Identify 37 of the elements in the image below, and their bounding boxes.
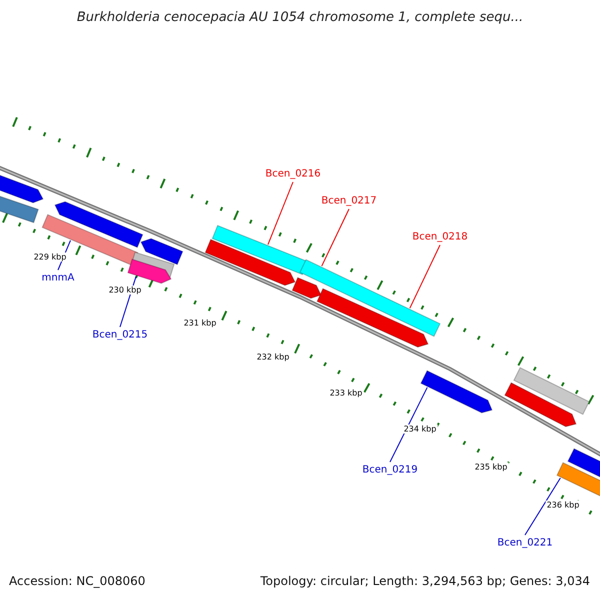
gene-label: mnmA xyxy=(42,272,74,284)
scale-label: 235 kbp xyxy=(474,462,508,472)
scale-label: 234 kbp xyxy=(402,424,438,434)
gene-symbol xyxy=(204,238,296,286)
gene-symbol xyxy=(292,276,322,299)
leader-line xyxy=(524,478,561,536)
leader-line xyxy=(321,208,350,267)
scale-label: 229 kbp xyxy=(32,252,68,262)
gene-symbol xyxy=(127,258,172,284)
scale-label: 232 kbp xyxy=(256,352,290,362)
gene-symbol xyxy=(0,194,39,224)
gene-label: Bcen_0215 xyxy=(92,330,148,340)
scale-label: 233 kbp xyxy=(328,388,364,398)
gene-symbol xyxy=(316,288,429,348)
title: Burkholderia cenocepacia AU 1054 chromosome 1, complete sequ... xyxy=(76,10,524,25)
gene-label: Bcen_0218 xyxy=(412,232,468,242)
gene-symbol xyxy=(299,259,441,337)
leader-line xyxy=(267,182,294,246)
gene-symbol xyxy=(140,238,184,266)
scale-label: 230 kbp xyxy=(108,286,142,294)
gene-symbol xyxy=(556,462,600,498)
accession-text: Accession: NC_008060 xyxy=(9,574,146,588)
gene-symbol xyxy=(420,370,493,414)
gene-symbol xyxy=(513,367,590,415)
scale-label: 236 kbp xyxy=(546,500,580,510)
leader-line xyxy=(390,386,428,462)
gene-label: Bcen_0221 xyxy=(497,538,553,548)
summary-text: Topology: circular; Length: 3,294,563 bp; Genes: 3,034 xyxy=(260,574,590,588)
gene-symbol xyxy=(54,201,144,248)
leader-line xyxy=(409,244,440,309)
scale-label: 231 kbp xyxy=(182,318,218,328)
gene-label: Bcen_0217 xyxy=(321,196,377,206)
gene-label: Bcen_0219 xyxy=(362,464,418,476)
gene-symbol xyxy=(567,448,600,479)
gene-symbol xyxy=(0,174,44,204)
gene-symbol xyxy=(504,382,577,428)
gene-label: Bcen_0216 xyxy=(265,168,321,180)
